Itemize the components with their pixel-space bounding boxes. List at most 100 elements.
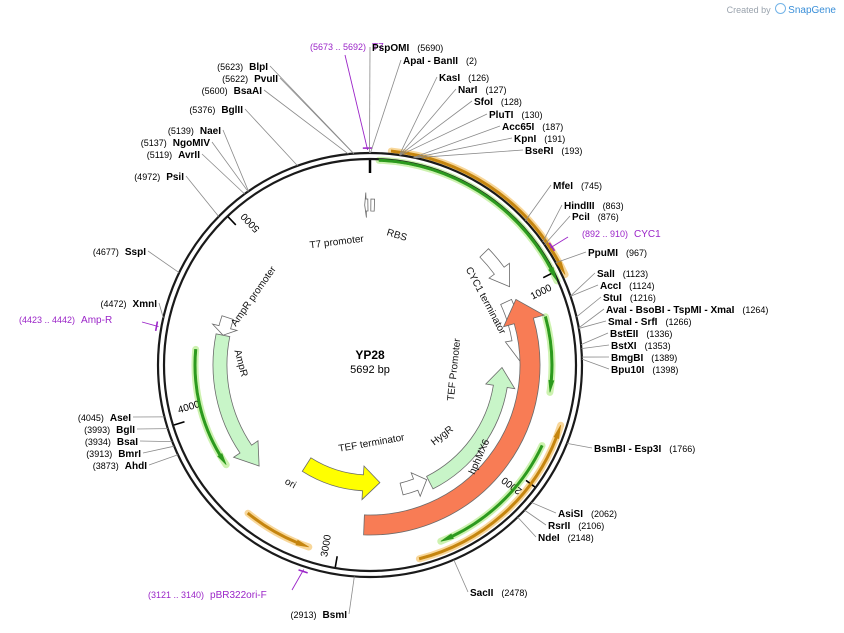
site-leader — [578, 320, 607, 329]
site-leader — [148, 454, 179, 466]
site-position: (4472) — [101, 299, 127, 309]
orf-arrow — [390, 149, 566, 275]
site-label-acci: AccI(1124) — [600, 281, 654, 292]
site-position: (3934) — [85, 437, 111, 447]
site-label-bsmbi-esp3i: BsmBI - Esp3I (1766) — [594, 444, 695, 455]
site-label-xmni: (4472)XmnI — [101, 299, 158, 310]
primer-mark — [298, 569, 308, 574]
feature-label-ampr: AmpR — [232, 349, 250, 379]
site-leader — [576, 296, 602, 318]
site-position: (2478) — [501, 588, 527, 598]
site-name: PpuMI — [588, 248, 618, 259]
site-name: BstEII — [610, 329, 639, 340]
site-position: (3993) — [84, 425, 110, 435]
site-leader — [399, 100, 473, 156]
site-position: (187) — [542, 122, 563, 132]
site-leader — [399, 76, 438, 156]
site-position: (1353) — [645, 341, 671, 351]
site-leader — [414, 149, 524, 159]
site-position: (745) — [581, 181, 602, 191]
site-position: (1264) — [742, 305, 768, 315]
site-leader — [413, 125, 501, 158]
site-position: (5622) — [222, 74, 248, 84]
site-name: BsaAI — [234, 86, 263, 97]
tick-label: 3000 — [319, 534, 334, 558]
site-layer: (5673 .. 5692)T7(892 .. 910)CYC1(4423 ..… — [19, 42, 768, 621]
site-leader — [414, 137, 513, 159]
site-label-pcii: PciI(876) — [572, 212, 619, 223]
site-name: SalI — [597, 269, 615, 280]
site-name: PspOMI — [372, 43, 409, 54]
site-leader — [580, 332, 609, 346]
site-name: BsmI — [323, 610, 348, 621]
site-name: SmaI - SrfI — [608, 317, 658, 328]
snapgene-logo-icon — [775, 3, 787, 14]
site-name: MfeI — [553, 181, 573, 192]
site-position: (967) — [626, 248, 647, 258]
site-name: KasI — [439, 73, 460, 84]
site-label-kpni: KpnI(191) — [514, 134, 565, 145]
site-label-smai-srfi: SmaI - SrfI (1266) — [608, 317, 691, 328]
site-label-kasi: KasI (126) — [439, 73, 489, 84]
site-position: (863) — [603, 201, 624, 211]
site-name: BmgBI — [611, 353, 643, 364]
primer-leader — [141, 321, 159, 327]
site-position: (2148) — [568, 533, 594, 543]
feature-label-tef-promoter: TEF Promoter — [446, 337, 464, 401]
site-position: (2913) — [291, 610, 317, 620]
site-position: (3873) — [93, 461, 119, 471]
orf-arrow — [543, 316, 555, 393]
site-name: NdeI — [538, 533, 560, 544]
site-label-avrii: (5119)AvrII — [147, 150, 200, 161]
primer-mark — [548, 242, 556, 252]
site-name: AvrII — [178, 150, 200, 161]
site-name: AseI — [110, 413, 131, 424]
site-position: (1124) — [629, 281, 654, 291]
site-name: NaeI — [200, 126, 221, 137]
orf-layer — [193, 149, 566, 561]
site-label-ahdi: (3873)AhdI — [93, 461, 147, 472]
primer-mark — [154, 321, 159, 332]
tick-label: 5000 — [239, 210, 263, 234]
site-label-acc65i: Acc65I(187) — [502, 122, 563, 133]
site-leader — [525, 184, 552, 221]
site-position: (1216) — [630, 293, 656, 303]
site-name: BseRI — [525, 146, 554, 157]
feature-label-tef-terminator: TEF terminator — [338, 432, 406, 455]
site-position: (126) — [468, 73, 489, 83]
snapgene-credit: Created by SnapGene — [727, 3, 836, 16]
credit-brand: SnapGene — [788, 5, 836, 16]
site-name: BsmBI - Esp3I — [594, 444, 661, 455]
site-leader — [147, 250, 180, 274]
site-position: (193) — [561, 146, 582, 156]
site-position: (1266) — [665, 317, 691, 327]
center-label-layer: YP28 5692 bp — [350, 348, 390, 376]
feature-tef-terminator — [399, 472, 428, 498]
orf-arrow — [418, 425, 561, 561]
site-leader — [399, 88, 457, 156]
site-position: (1398) — [652, 365, 678, 375]
site-name: ApaI - BanII — [403, 56, 458, 67]
site-name: HindIII — [564, 201, 595, 212]
site-label-bsteii: BstEII(1336) — [610, 329, 672, 340]
backbone-ring-layer — [156, 151, 584, 579]
primer-name: CYC1 — [634, 229, 661, 240]
site-label-bsaai: (5600)BsaAI — [202, 86, 263, 97]
site-position: (5690) — [417, 43, 443, 53]
site-leader — [566, 442, 593, 449]
site-label-sali: SalI(1123) — [597, 269, 648, 280]
site-leader — [524, 509, 547, 526]
site-label-stui: StuI(1216) — [603, 293, 656, 304]
site-leader — [517, 516, 537, 538]
feature-ori — [301, 457, 381, 501]
site-label-bgli: (3993)BglI — [84, 425, 135, 436]
site-position: (130) — [521, 110, 542, 120]
site-position: (2) — [466, 56, 477, 66]
site-label-psii: (4972)PsiI — [134, 172, 184, 183]
credit-prefix: Created by — [726, 5, 771, 15]
site-position: (1766) — [669, 444, 695, 454]
feature-label-ampr-promoter: AmpR promoter — [229, 264, 279, 329]
site-label-bsai: (3934)BsaI — [85, 437, 138, 448]
site-label-ppumi: PpuMI (967) — [588, 248, 647, 259]
feature-ampr — [212, 333, 260, 467]
